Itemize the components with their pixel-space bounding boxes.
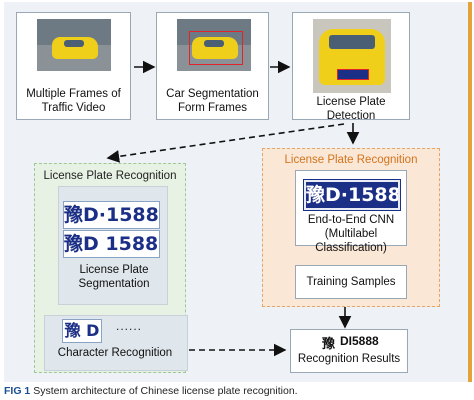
char-recognition-label: Character Recognition: [57, 347, 173, 359]
taxi-front-icon: [319, 29, 385, 85]
results-box: [290, 329, 408, 373]
char-dots: ......: [116, 319, 143, 333]
step1-label: Multiple Frames of Traffic Video: [26, 88, 121, 114]
caption-text: System architecture of Chinese license p…: [33, 385, 298, 397]
taxi-icon: [192, 37, 238, 59]
right-group-title: License Plate Recognition: [284, 154, 418, 166]
results-label: Recognition Results: [297, 353, 401, 365]
char-plate-image: 豫 D: [62, 319, 102, 343]
left-group-title: License Plate Recognition: [43, 170, 177, 182]
plate-image-main: 豫D·15888: [304, 180, 400, 210]
figure-caption: FIG 1 System architecture of Chinese lic…: [4, 385, 298, 397]
caption-fig-number: FIG 1: [4, 385, 31, 397]
car-segmentation-image: [177, 19, 251, 71]
plate-image-upper: 豫D·15888: [63, 201, 160, 229]
step1-box: Multiple Frames of Traffic Video: [16, 12, 131, 120]
step3-box: License Plate Detection: [292, 12, 410, 122]
step3-label: License Plate Detection: [316, 96, 386, 122]
training-samples-box: Training Samples: [295, 265, 407, 299]
segmentation-bbox: [189, 31, 243, 65]
result-plate: DI5888: [340, 334, 379, 348]
detected-plate-box: [337, 69, 369, 80]
traffic-video-image: [37, 19, 111, 71]
training-label: Training Samples: [306, 276, 396, 288]
step2-label: Car Segmentation Form Frames: [166, 88, 259, 114]
result-char: 豫: [322, 337, 336, 352]
segmentation-label: License Plate Segmentation: [78, 264, 150, 290]
cnn-label: End-to-End CNN (Multilabel Classificatio…: [307, 214, 395, 254]
plate-image-lower: 豫D 15888: [63, 230, 160, 258]
plate-detection-image: [313, 19, 391, 93]
step2-box: Car Segmentation Form Frames: [156, 12, 269, 120]
taxi-icon: [52, 37, 98, 59]
